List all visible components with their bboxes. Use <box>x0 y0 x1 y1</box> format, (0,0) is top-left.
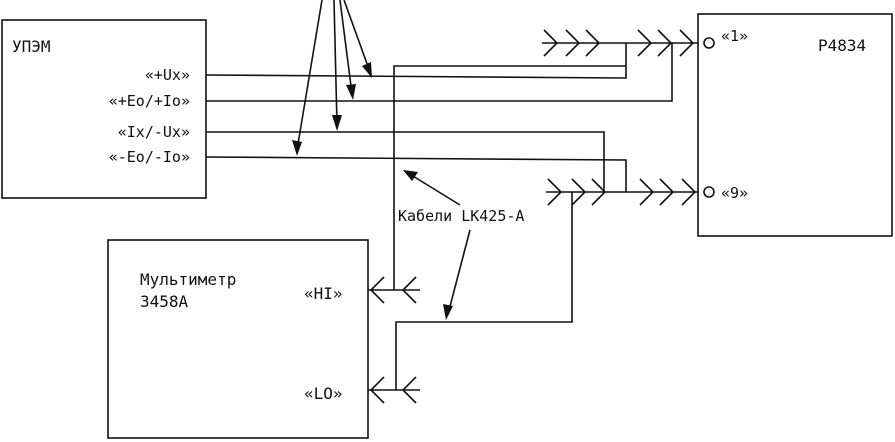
wire-ix-minus-ux <box>206 131 605 192</box>
p4834-terminal-1-label: «1» <box>721 27 748 45</box>
upem-terminal-ix-minus-ux: «Ix/-Ux» <box>118 123 190 141</box>
p4834-terminal-9-label: «9» <box>721 184 748 202</box>
upem-device: УПЭМ «+Ux» «+Eo/+Io» «Ix/-Ux» «-Eo/-Io» <box>1 19 207 199</box>
cable-label: Кабели LK425-A <box>398 207 524 225</box>
wire-plus-eo-io <box>206 43 673 102</box>
cable-label-group: Кабели LK425-A <box>398 170 524 320</box>
upem-title: УПЭМ <box>12 37 51 56</box>
pointer-arrows-top <box>292 0 372 156</box>
wire-cable9-to-lo <box>395 192 573 390</box>
multimeter-title: Мультиметр <box>140 270 236 289</box>
wire-cable1-to-hi <box>393 65 626 290</box>
multimeter-lo-label: «LO» <box>304 384 343 403</box>
p4834-device: Р4834 «1» «9» <box>697 13 893 237</box>
multimeter-hi-label: «HI» <box>304 284 343 303</box>
wire-plus-ux <box>205 43 627 79</box>
multimeter-device: Мультиметр 3458А «HI» «LO» <box>107 239 369 439</box>
wires <box>205 43 673 390</box>
connector-lo <box>368 376 420 404</box>
upem-terminal-plus-ux: «+Ux» <box>145 66 190 84</box>
upem-terminal-plus-eo-io: «+Eo/+Io» <box>109 92 190 110</box>
p4834-terminal-1-contact <box>703 37 715 49</box>
upem-terminal-minus-eo-io: «-Eo/-Io» <box>109 148 190 166</box>
p4834-title: Р4834 <box>818 36 866 55</box>
p4834-terminal-9-contact <box>703 186 715 198</box>
multimeter-model: 3458А <box>140 292 189 311</box>
connector-hi <box>368 276 420 304</box>
connector-cable-9 <box>546 178 698 206</box>
connector-cable-1 <box>542 29 698 57</box>
wire-minus-eo-io <box>205 156 627 192</box>
